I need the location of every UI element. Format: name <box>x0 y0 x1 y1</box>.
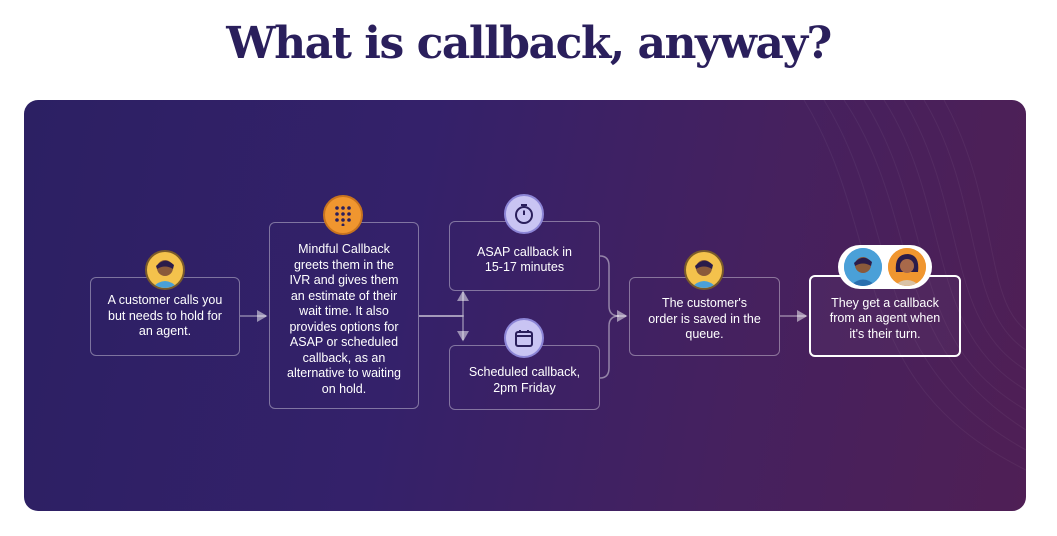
clock-icon <box>504 194 544 234</box>
step-text: They get a callback from an agent when i… <box>829 295 941 341</box>
customer-avatar-icon <box>145 250 185 290</box>
step-box-order-saved: The customer's order is saved in the que… <box>629 277 780 356</box>
step-box-mindful-callback: Mindful Callback greets them in the IVR … <box>269 222 419 409</box>
step-text: A customer calls you but needs to hold f… <box>107 293 223 339</box>
customer-agent-pair-icon <box>838 245 932 289</box>
customer-avatar-icon <box>684 250 724 290</box>
step-box-customer-calls: A customer calls you but needs to hold f… <box>90 277 240 356</box>
step-text: Mindful Callback greets them in the IVR … <box>287 242 401 396</box>
customer-avatar-icon <box>844 248 882 286</box>
step-text: ASAP callback in 15-17 minutes <box>477 244 572 275</box>
keypad-icon <box>323 195 363 235</box>
agent-avatar-icon <box>888 248 926 286</box>
step-text: The customer's order is saved in the que… <box>648 296 761 342</box>
diagram-panel <box>24 100 1026 511</box>
step-text: Scheduled callback, 2pm Friday <box>468 365 581 395</box>
step-box-asap-callback: ASAP callback in 15-17 minutes <box>449 221 600 291</box>
page-title: What is callback, anyway? <box>226 18 832 69</box>
calendar-icon <box>504 318 544 358</box>
